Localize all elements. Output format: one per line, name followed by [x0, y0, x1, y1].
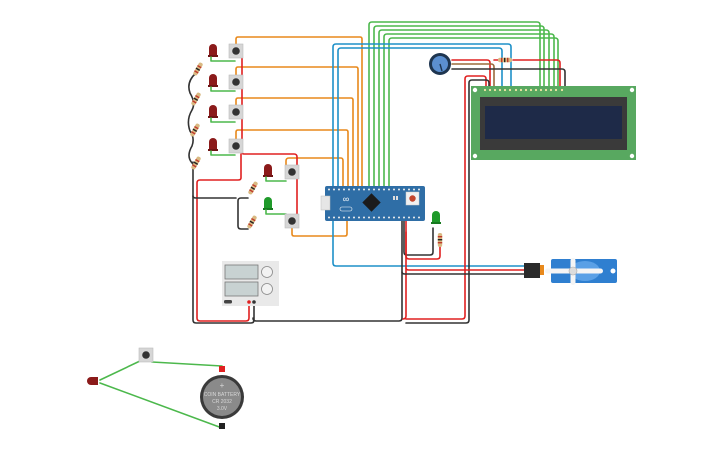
wire-black[interactable] — [401, 271, 528, 275]
header-pins-bottom — [328, 216, 420, 219]
wire-green[interactable] — [388, 37, 559, 187]
lcd-screen — [485, 106, 622, 139]
mcu-chip — [362, 193, 381, 212]
wire-blue[interactable] — [337, 47, 503, 187]
resistor — [246, 214, 258, 230]
wire-green[interactable] — [373, 25, 545, 187]
pushbutton[interactable] — [228, 104, 244, 120]
wire-green[interactable] — [151, 361, 223, 367]
led-green[interactable] — [263, 197, 287, 215]
led-red[interactable] — [263, 164, 287, 182]
arduino-logo-icon: ∞ — [343, 194, 349, 204]
positive-terminal[interactable] — [247, 300, 251, 304]
wire-blue[interactable] — [332, 219, 528, 267]
arduino-micro[interactable]: ∞ — [320, 186, 425, 221]
led-red[interactable] — [87, 377, 98, 385]
pushbutton[interactable] — [228, 138, 244, 154]
wire-black[interactable] — [403, 219, 434, 256]
pushbutton[interactable] — [228, 74, 244, 90]
wire-black[interactable] — [405, 79, 490, 324]
usb-port — [320, 195, 331, 211]
voltage-display — [224, 264, 259, 280]
servo-connector — [524, 263, 540, 278]
lcd-display[interactable] — [471, 86, 636, 160]
pushbutton[interactable] — [138, 347, 154, 363]
battery-label: COIN BATTERY — [204, 392, 241, 398]
lcd-pins — [483, 88, 564, 92]
wire-red[interactable] — [405, 231, 441, 260]
wires — [99, 21, 566, 429]
wire-green[interactable] — [99, 382, 223, 429]
battery-model: CR 2032 — [212, 399, 232, 405]
resistor — [498, 57, 512, 63]
led-red[interactable] — [208, 44, 236, 62]
wire-blue[interactable] — [332, 43, 512, 187]
power-switch[interactable] — [224, 300, 232, 304]
wire-green[interactable] — [99, 360, 141, 381]
resistor — [247, 180, 259, 196]
current-knob[interactable] — [261, 283, 273, 295]
wire-orange[interactable] — [285, 157, 344, 187]
resistor — [192, 61, 204, 77]
pushbutton[interactable] — [228, 43, 244, 59]
header-pins-top — [328, 188, 420, 191]
wire-red[interactable] — [196, 153, 250, 322]
led-red[interactable] — [208, 105, 236, 123]
wire-black[interactable] — [252, 219, 403, 322]
potentiometer[interactable] — [429, 53, 451, 75]
wire-orange[interactable] — [235, 36, 363, 187]
micro-label — [339, 206, 353, 212]
wire-green[interactable] — [378, 29, 550, 187]
pushbutton[interactable] — [284, 213, 300, 229]
led-button-bank — [189, 43, 300, 230]
reset-icon — [409, 195, 416, 202]
battery-voltage: 3.0V — [217, 406, 228, 412]
power-supply[interactable] — [222, 261, 279, 306]
coin-battery[interactable]: + COIN BATTERY CR 2032 3.0V — [200, 366, 244, 429]
wire-red[interactable] — [512, 59, 561, 89]
knob-indicator — [439, 63, 443, 72]
voltage-knob[interactable] — [261, 266, 273, 278]
battery-circuit: + COIN BATTERY CR 2032 3.0V — [87, 347, 244, 429]
wire-green[interactable] — [368, 21, 541, 187]
led-red[interactable] — [208, 74, 236, 92]
current-display — [224, 281, 259, 297]
resistor — [437, 233, 443, 247]
wire-orange[interactable] — [291, 219, 348, 237]
pushbutton[interactable] — [284, 164, 300, 180]
resistor — [189, 122, 201, 138]
wire-black[interactable] — [451, 68, 566, 89]
wire-red[interactable] — [405, 75, 487, 320]
wire-red[interactable] — [405, 267, 528, 271]
wire-orange[interactable] — [235, 97, 354, 187]
led-red[interactable] — [208, 138, 236, 156]
micro-servo[interactable] — [524, 258, 617, 285]
wire-green[interactable] — [383, 33, 555, 187]
wire-brown[interactable] — [451, 63, 495, 89]
wire-orange[interactable] — [235, 66, 359, 187]
wire-red[interactable] — [402, 219, 407, 320]
wire-black[interactable] — [237, 197, 249, 230]
wire-orange[interactable] — [235, 129, 349, 187]
led-green[interactable] — [431, 211, 441, 224]
battery-polarity: + — [220, 381, 225, 390]
wire-red[interactable] — [451, 59, 491, 89]
wire-black[interactable] — [187, 72, 197, 164]
negative-terminal[interactable] — [252, 300, 256, 304]
